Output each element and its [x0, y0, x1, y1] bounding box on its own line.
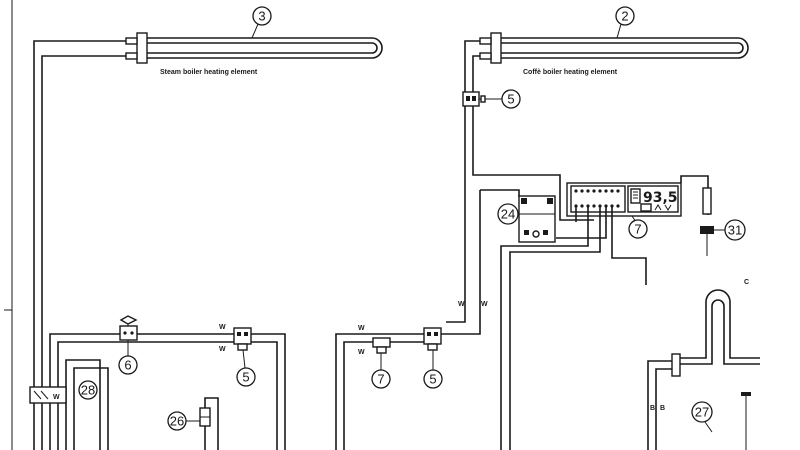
thermostat-right	[423, 327, 442, 351]
svg-text:7: 7	[377, 372, 384, 387]
callout-5-right: 5	[423, 369, 443, 389]
partial-edge-text: C	[744, 279, 749, 286]
coffee-boiler-heating-element: Coffè boiler heating element	[479, 32, 749, 76]
wire-left-right-drop	[137, 333, 286, 450]
callout-3: 3	[252, 6, 272, 26]
steam-element-label: Steam boiler heating element	[160, 69, 258, 76]
terminal-w-mark: W	[53, 394, 60, 401]
wire-steam-feed-a	[33, 40, 126, 450]
svg-text:5: 5	[429, 372, 436, 387]
wire-left-loop-outer	[49, 333, 120, 450]
wire-24-feed	[480, 189, 520, 197]
svg-text:2: 2	[621, 9, 628, 24]
wire-27-b	[655, 368, 672, 450]
wire-mid-inner	[343, 341, 373, 450]
wire-tag-w-6: W	[358, 349, 365, 356]
lower-heating-element	[671, 289, 760, 377]
callout-5-mid: 5	[236, 367, 256, 387]
callout-5-top: 5	[501, 89, 521, 109]
wire-tag-w-3: W	[219, 324, 226, 331]
wire-terminal-a	[65, 359, 101, 450]
wire-fuse-to-controller	[472, 106, 594, 221]
svg-text:24: 24	[501, 207, 515, 222]
callout-6: 6	[118, 355, 138, 375]
wire-terminal-b	[73, 367, 109, 450]
svg-text:28: 28	[81, 383, 95, 398]
terminal-block: W	[29, 386, 67, 404]
wire-tag-w-1: W	[458, 301, 465, 308]
wire-coffee-feed-a	[446, 40, 480, 323]
wire-tag-b-1: B	[650, 405, 655, 412]
svg-text:3: 3	[258, 9, 265, 24]
wire-tag-w-2: W	[481, 301, 488, 308]
pressure-switch	[119, 315, 138, 341]
callout-7-low: 7	[371, 369, 391, 389]
svg-text:27: 27	[695, 405, 709, 420]
coffee-element-label: Coffè boiler heating element	[523, 69, 618, 76]
wire-mid-up	[441, 310, 481, 335]
wire-ctrl-out-1	[500, 206, 589, 450]
callout-7-controller: 7	[628, 219, 648, 239]
wire-tag-w-4: W	[219, 346, 226, 353]
wire-steam-feed-b	[41, 55, 126, 450]
component-26	[199, 407, 211, 427]
controller-display-value: 93,5	[643, 190, 678, 206]
svg-text:5: 5	[242, 370, 249, 385]
svg-text:31: 31	[728, 223, 742, 238]
level-sensor	[372, 337, 391, 354]
callout-31: 31	[724, 219, 746, 241]
thermal-fuse-top	[462, 91, 490, 107]
wire-ctrl-out-2	[509, 206, 601, 450]
svg-text:26: 26	[170, 414, 184, 429]
wire-ctrl-out-3	[611, 206, 647, 285]
wire-left-right-drop-2	[250, 341, 278, 450]
wire-tag-b-2: B	[660, 405, 665, 412]
temperature-controller: 93,5	[566, 182, 682, 217]
wire-coffee-feed-b	[472, 55, 480, 92]
svg-text:7: 7	[634, 222, 641, 237]
thermostat-left	[233, 327, 252, 351]
callout-28: 28	[78, 380, 98, 400]
wire-left-loop-inner	[57, 341, 240, 450]
wire-27-a	[647, 360, 672, 450]
wire-ctrl-out-4	[556, 206, 607, 239]
solid-state-relay	[518, 195, 556, 243]
right-edge-fragment	[741, 392, 751, 450]
temperature-probe	[700, 187, 714, 256]
svg-text:6: 6	[124, 358, 131, 373]
steam-boiler-heating-element: Steam boiler heating element	[125, 32, 383, 76]
callout-26: 26	[167, 411, 187, 431]
wire-mid-outer	[335, 333, 424, 450]
callout-2: 2	[615, 6, 635, 26]
controller-terminals-top	[574, 189, 620, 193]
wire-tag-w-5: W	[358, 325, 365, 332]
svg-text:5: 5	[507, 92, 514, 107]
callout-24: 24	[497, 203, 519, 225]
callout-27: 27	[691, 401, 713, 423]
